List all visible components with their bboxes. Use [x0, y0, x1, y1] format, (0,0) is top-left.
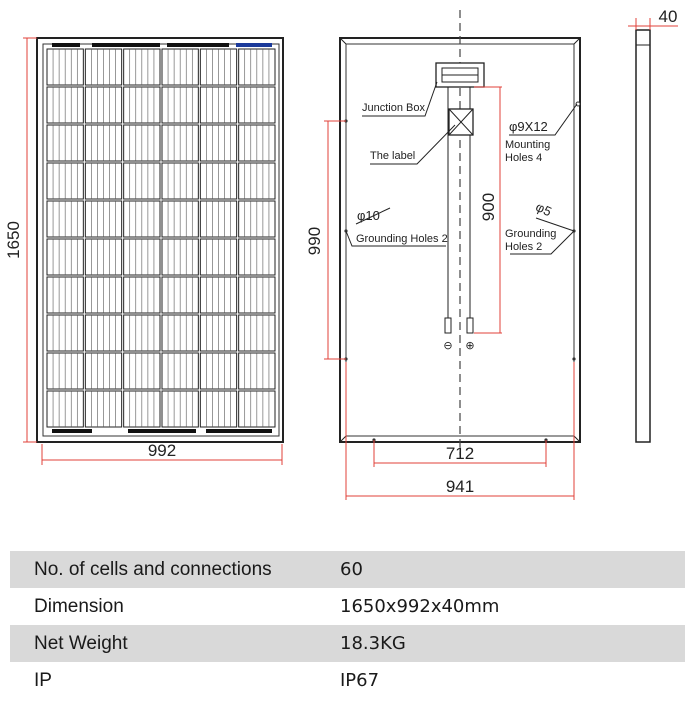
back-frame-width-dimension: 941 [345, 362, 575, 500]
side-view: 40 [628, 7, 678, 443]
thickness-value: 40 [659, 7, 678, 26]
back-frame-width-value: 941 [446, 477, 474, 496]
front-height-value: 1650 [4, 221, 23, 259]
spec-value: 18.3KG [340, 633, 406, 654]
mounting-holes-callout: φ9X12 Mounting Holes 4 [505, 103, 578, 164]
label-callout: The label [370, 124, 456, 165]
hole-spacing-vertical-dimension: 990 [305, 120, 346, 360]
grounding-holes-left-label: Grounding Holes 2 [356, 233, 448, 245]
spec-value: IP67 [340, 670, 380, 691]
front-width-dimension: 992 [41, 441, 283, 465]
spec-row-cells: No. of cells and connections 60 [10, 551, 685, 588]
spec-label: IP [34, 669, 52, 691]
spec-value: 1650x992x40mm [340, 596, 500, 617]
positive-terminal-symbol: ⊕ [465, 340, 474, 352]
spec-label: No. of cells and connections [34, 558, 272, 580]
grounding-hole-left-size: φ10 [357, 208, 380, 223]
spec-row-ip: IP IP67 [10, 662, 685, 699]
spec-label: Dimension [34, 595, 124, 617]
grounding-holes-right-label: Grounding [505, 228, 556, 240]
spec-row-dimension: Dimension 1650x992x40mm [10, 588, 685, 625]
junction-box [435, 62, 485, 88]
the-label-label: The label [370, 150, 415, 162]
bottom-hole-spacing-value: 712 [446, 444, 474, 463]
panel-drawing: 1650 992 ⊖ ⊕ [4, 7, 678, 500]
negative-terminal-symbol: ⊖ [443, 340, 452, 352]
cable-length-value: 900 [479, 193, 498, 221]
mounting-holes-label: Mounting [505, 139, 550, 151]
mounting-holes-count: Holes 4 [505, 152, 542, 164]
mounting-hole-size: φ9X12 [509, 119, 548, 134]
grounding-holes-right-callout: φ5 Grounding Holes 2 [505, 199, 575, 255]
spec-row-weight: Net Weight 18.3KG [10, 625, 685, 662]
front-view [36, 37, 284, 443]
cable-length-dimension: 900 [474, 86, 502, 334]
spec-label: Net Weight [34, 632, 128, 654]
grounding-hole-right-size: φ5 [533, 199, 554, 219]
grounding-holes-left-callout: φ10 Grounding Holes 2 [345, 207, 448, 247]
spec-value: 60 [340, 559, 363, 580]
solar-cell-grid [46, 48, 276, 428]
grounding-holes-right-count: Holes 2 [505, 241, 542, 253]
junction-box-callout: Junction Box [362, 81, 438, 117]
bottom-hole-spacing-dimension: 712 [373, 440, 547, 467]
label-plate [448, 108, 474, 136]
front-height-dimension: 1650 [4, 37, 37, 443]
front-width-value: 992 [148, 441, 176, 460]
back-view: ⊖ ⊕ [339, 10, 581, 455]
junction-box-label: Junction Box [362, 102, 425, 114]
hole-spacing-vertical-value: 990 [305, 227, 324, 255]
spec-table: No. of cells and connections 60 Dimensio… [10, 551, 685, 699]
